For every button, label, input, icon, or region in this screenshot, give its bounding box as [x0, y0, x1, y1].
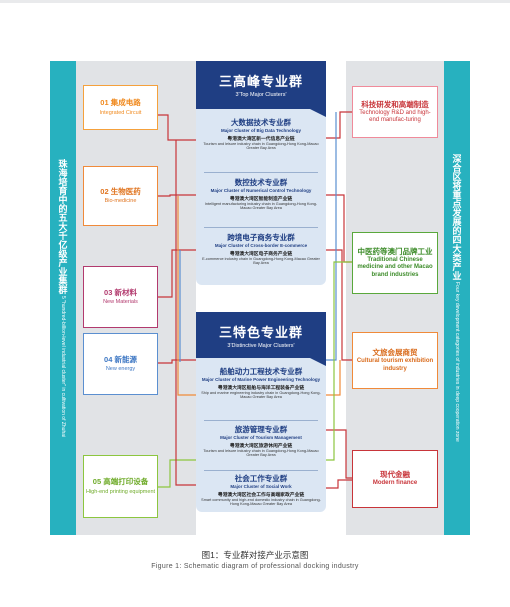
top-bar	[0, 0, 510, 3]
cluster-big-data: 大数据技术专业群 Major Cluster of Big Data Techn…	[200, 117, 322, 165]
cluster-social-title: 社会工作专业群	[234, 474, 288, 483]
cluster-tourism-en: Major Cluster of Tourism Management	[220, 435, 302, 440]
right-box-cultural-tourism: 文旅会展商贸 Cultural tourism exhibition indus…	[352, 332, 438, 389]
line-right-02	[326, 194, 352, 263]
cluster-ec-title: 跨境电子商务专业群	[227, 233, 295, 242]
left-box-new-energy: 04 新能源 New energy	[83, 333, 158, 395]
figure-caption-en: Figure 1: Schematic diagram of professio…	[151, 563, 359, 570]
right-box-3-zh: 文旅会展商贸	[372, 348, 418, 358]
cluster-ec-en: Major Cluster of Cross-border E-commerce	[214, 243, 308, 248]
line-right-08	[326, 261, 352, 461]
left-panel-label: 珠海培育中的五大千亿级产业集群 5 "hundred-billion-level…	[51, 66, 75, 530]
left-box-integrated-circuit: 01 集成电路 Integrated Circuit	[83, 85, 158, 130]
left-box-3-zh: 03 新材料	[104, 287, 137, 297]
left-box-3-en: New Materials	[103, 299, 138, 306]
cluster-marine-chain: 粤港澳大湾区船舶与海洋工程装备产业链	[217, 386, 305, 391]
right-panel-label: 深合区将重点发展的四大类产业 Four key development cate…	[445, 66, 469, 530]
center-top-title-en: 3'Top Major Clusters'	[235, 92, 287, 98]
line-left-02	[158, 194, 196, 197]
center-top-header: 三高峰专业群 3'Top Major Clusters'	[196, 61, 326, 109]
cluster-numerical-control: 数控技术专业群 Major Cluster of Numerical Contr…	[200, 177, 322, 225]
right-panel	[444, 61, 470, 535]
right-box-2-zh: 中医药等澳门品牌工业	[357, 247, 433, 257]
right-box-4-zh: 现代金融	[380, 470, 410, 480]
cluster-big-data-title: 大数据技术专业群	[231, 118, 291, 127]
line-right-03	[326, 249, 352, 361]
right-panel-en: Four key development categories of indus…	[454, 282, 460, 442]
line-left-01	[158, 114, 196, 141]
left-box-2-en: Bio-medicine	[104, 198, 137, 205]
line-right-06	[326, 479, 352, 489]
right-box-2-en: Traditional Chinese medicine and other M…	[357, 257, 433, 278]
cluster-social-chain: 粤港澳大湾区社会工作与高端家政产业链	[217, 493, 305, 498]
right-box-tech-rnd: 科技研发和高端制造 Technology R&D and high-end ma…	[352, 86, 438, 138]
separator	[204, 420, 318, 421]
left-box-5-en: High-end printing equipment	[85, 488, 156, 495]
center-bottom-title-zh: 三特色专业群	[218, 325, 303, 340]
line-left-05	[158, 459, 196, 488]
cluster-marine-en: Major Cluster of Marine Power Engineerin…	[201, 377, 321, 382]
cluster-nc-chain: 粤港澳大湾区智能制造产业链	[229, 197, 293, 202]
left-box-2-zh: 02 生物医药	[100, 186, 141, 196]
cluster-nc-title: 数控技术专业群	[234, 178, 288, 187]
right-panel-zh: 深合区将重点发展的四大类产业	[451, 154, 462, 281]
left-box-bio-medicine: 02 生物医药 Bio-medicine	[83, 166, 158, 226]
left-box-1-zh: 01 集成电路	[100, 98, 141, 108]
line-right-07	[326, 112, 337, 361]
right-box-4-en: Modern finance	[372, 480, 418, 487]
cluster-social-work: 社会工作专业群 Major Cluster of Social Work 粤港澳…	[200, 473, 322, 511]
line-left-bus	[175, 140, 196, 486]
cluster-marine-power: 船舶动力工程技术专业群 Major Cluster of Marine Powe…	[200, 366, 322, 416]
line-left-mid	[177, 196, 196, 396]
left-box-1-en: Integrated Circuit	[99, 109, 142, 116]
left-box-4-zh: 04 新能源	[104, 354, 137, 364]
line-left-03	[158, 249, 196, 298]
left-box-5-zh: 05 高端打印设备	[92, 477, 149, 487]
cluster-nc-chain-en: Intelligent manufacturing industry chain…	[204, 202, 318, 210]
center-bottom-header: 三特色专业群 3'Distinctive Major Clusters'	[196, 312, 326, 358]
left-panel-en: 5 "hundred-billion-level industrial clus…	[60, 295, 66, 438]
separator	[204, 227, 318, 228]
figure-caption-zh: 图1：专业群对接产业示意图	[201, 550, 309, 560]
center-top-notch	[306, 107, 326, 117]
cluster-ec-chain-en: E-commerce industry chain in Guangdong-H…	[202, 257, 320, 265]
cluster-tourism-management: 旅游管理专业群 Major Cluster of Tourism Managem…	[200, 424, 322, 468]
cluster-big-data-chain-en: Tourism and leisure industry chain in Gu…	[203, 142, 319, 150]
cluster-tourism-title: 旅游管理专业群	[234, 425, 288, 434]
cluster-cross-border-ecommerce: 跨境电子商务专业群 Major Cluster of Cross-border …	[200, 232, 322, 280]
right-box-3-en: Cultural tourism exhibition industry	[356, 358, 434, 372]
cluster-marine-title: 船舶动力工程技术专业群	[219, 367, 303, 376]
separator	[204, 172, 318, 173]
cluster-social-en: Major Cluster of Social Work	[230, 484, 292, 489]
right-box-modern-finance: 现代金融 Modern finance	[352, 450, 438, 508]
left-box-4-en: New energy	[105, 366, 136, 373]
line-right-04	[326, 360, 341, 396]
cluster-tourism-chain: 粤港澳大湾区旅游休闲产业链	[229, 444, 293, 449]
cluster-tourism-chain-en: Tourism and leisure industry chain in Gu…	[203, 449, 319, 457]
cluster-nc-en: Major Cluster of Numerical Control Techn…	[210, 188, 312, 193]
line-left-04	[158, 359, 196, 364]
cluster-ec-chain: 粤港澳大湾区电子商务产业链	[229, 252, 293, 257]
center-bottom-title-en: 3'Distinctive Major Clusters'	[227, 343, 295, 349]
center-top-title-zh: 三高峰专业群	[218, 74, 303, 89]
cluster-social-chain-en: Smart community and high-end domestic in…	[201, 498, 321, 506]
line-right-05	[326, 429, 352, 479]
center-bottom-notch	[306, 356, 326, 366]
left-box-new-materials: 03 新材料 New Materials	[83, 266, 158, 328]
separator	[204, 470, 318, 471]
left-panel-zh: 珠海培育中的五大千亿级产业集群	[57, 158, 68, 294]
right-box-tcm: 中医药等澳门品牌工业 Traditional Chinese medicine …	[352, 232, 438, 294]
right-box-1-en: Technology R&D and high-end manufac-turi…	[359, 109, 431, 123]
line-right-01	[326, 111, 352, 139]
cluster-marine-chain-en: Ship and marine engineering industry cha…	[201, 391, 321, 399]
left-box-printing-equipment: 05 高端打印设备 High-end printing equipment	[83, 455, 158, 518]
right-box-1-zh: 科技研发和高端制造	[361, 99, 429, 109]
left-panel	[50, 61, 76, 535]
cluster-big-data-chain: 粤港澳大湾区新一代信息产业链	[227, 137, 295, 142]
cluster-big-data-en: Major Cluster of Big Data Technology	[221, 128, 301, 133]
